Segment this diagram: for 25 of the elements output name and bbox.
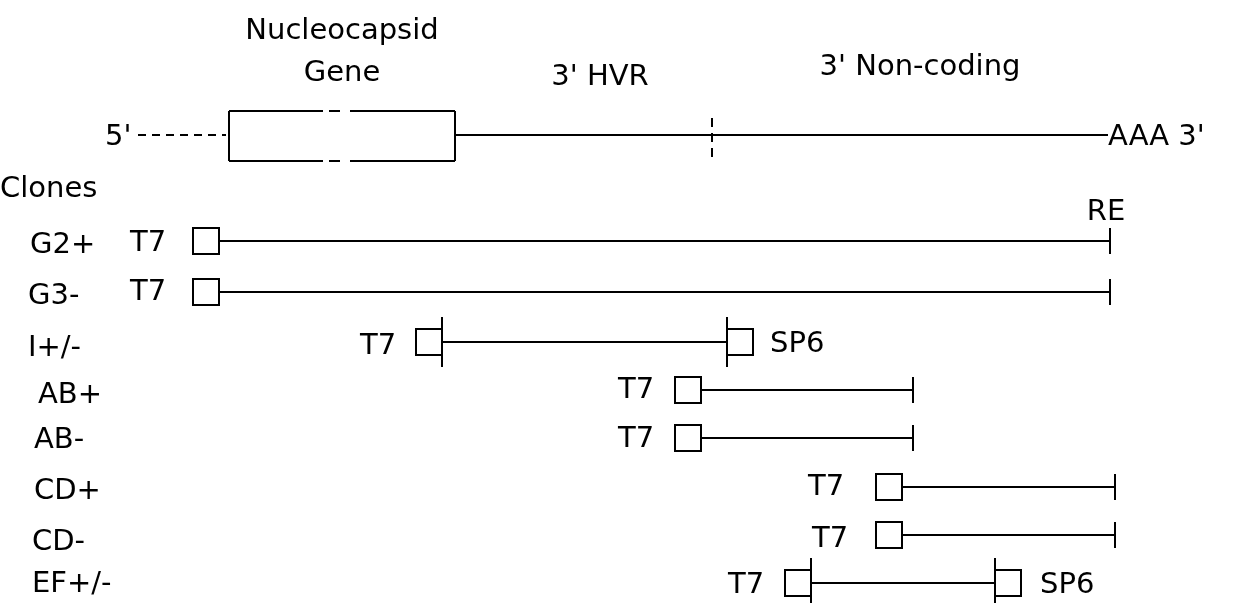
region-label: 3' Non-coding <box>819 48 1021 82</box>
promoter-label: SP6 <box>770 325 825 359</box>
promoter-label: T7 <box>618 371 655 405</box>
end-label: AAA 3' <box>1108 118 1205 152</box>
promoter-label: T7 <box>808 468 845 502</box>
promoter-label: T7 <box>728 566 765 600</box>
promoter-label: T7 <box>130 273 167 307</box>
end-label: 5' <box>105 118 132 152</box>
clone-label: CD+ <box>34 472 101 506</box>
promoter-label: T7 <box>618 420 655 454</box>
clone-label: AB- <box>34 421 85 455</box>
clone-label: G3- <box>28 277 80 311</box>
clone-label: AB+ <box>38 376 103 410</box>
clone-label: CD- <box>32 523 86 557</box>
promoter-label: SP6 <box>1040 566 1095 600</box>
clone-label: I+/- <box>28 329 82 363</box>
region-label: 3' HVR <box>551 58 649 92</box>
heading-label: Clones <box>0 170 98 204</box>
site-label: RE <box>1086 193 1126 227</box>
promoter-label: T7 <box>130 224 167 258</box>
gene-label: Nucleocapsid Gene <box>244 11 440 90</box>
clone-label: G2+ <box>30 226 96 260</box>
promoter-label: T7 <box>812 520 849 554</box>
clone-label: EF+/- <box>32 565 112 599</box>
promoter-label: T7 <box>360 327 397 361</box>
